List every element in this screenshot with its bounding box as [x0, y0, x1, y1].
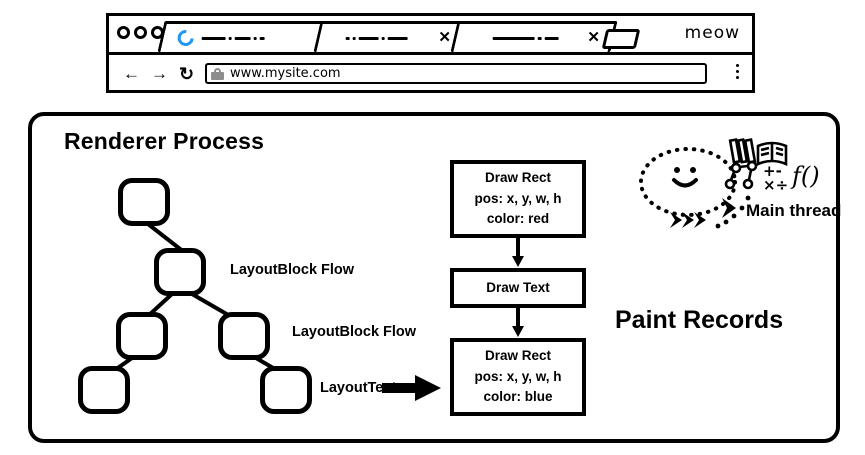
paint-record-draw-rect-blue[interactable]: Draw Rect pos: x, y, w, h color: blue: [450, 338, 586, 416]
layout-tree-node-root[interactable]: [118, 178, 170, 226]
layout-tree-diagram: LayoutBlock Flow LayoutBlock Flow Layout…: [32, 116, 432, 447]
forward-arrow-icon[interactable]: →: [151, 64, 168, 83]
kebab-menu-icon[interactable]: [736, 64, 739, 79]
svg-text:f(): f(): [790, 162, 820, 190]
browser-toolbar: ← → ↻ www.mysite.com: [109, 55, 752, 93]
tab-2-title-placeholder: [345, 37, 408, 40]
paint-record-3-line-1: Draw Rect: [484, 348, 552, 364]
page-title: Renderer Process: [64, 128, 265, 154]
paint-record-1-line-1: Draw Rect: [484, 170, 552, 186]
doodle-dots: [715, 195, 751, 229]
main-thread-doodle: +- ×÷ f(): [639, 138, 820, 229]
tab-3-title-placeholder: [492, 37, 559, 40]
close-dot-icon[interactable]: [117, 26, 130, 39]
svg-text:×÷: ×÷: [763, 176, 788, 194]
layout-tree-node-text-1[interactable]: [78, 366, 130, 414]
tab-strip: ✕ ✕ ✕ meow: [109, 16, 752, 55]
renderer-process-panel: Renderer Process LayoutBlock Flow Layout…: [28, 112, 842, 443]
paint-record-1-line-2: pos: x, y, w, h: [474, 190, 562, 206]
svg-text:+-: +-: [763, 162, 782, 180]
back-arrow-icon[interactable]: ←: [123, 64, 140, 83]
math-symbols-icon: +- ×÷: [763, 162, 788, 194]
window-controls: [117, 26, 164, 39]
paint-records-heading: Paint Records: [615, 306, 784, 334]
paint-record-draw-rect-red[interactable]: Draw Rect pos: x, y, w, h color: red: [450, 160, 586, 238]
layout-tree-node-block-flow-2[interactable]: [116, 312, 168, 360]
lock-icon: [211, 67, 224, 80]
right-arrow-icon: [382, 375, 441, 401]
node-graph-icon: [724, 160, 758, 190]
paint-record-1-line-3: color: red: [486, 211, 550, 227]
open-book-icon: [756, 141, 788, 166]
browser-brand-label: meow: [684, 23, 740, 43]
layout-tree-label-block-flow-2: LayoutBlock Flow: [292, 324, 417, 340]
address-bar-url: www.mysite.com: [230, 66, 341, 81]
smiley-face-icon: [639, 147, 737, 217]
main-thread-label: Main thread: [746, 201, 842, 220]
paint-record-3-line-3: color: blue: [483, 389, 553, 405]
paint-record-2-line-1: Draw Text: [486, 279, 550, 295]
layout-tree-label-block-flow-1: LayoutBlock Flow: [230, 262, 355, 278]
browser-window: ✕ ✕ ✕ meow ← → ↻: [106, 13, 755, 93]
reload-icon[interactable]: ↻: [179, 64, 195, 84]
new-tab-button[interactable]: [601, 29, 641, 49]
books-icon: [728, 138, 757, 164]
tab-1-title-placeholder: [201, 37, 265, 40]
layout-tree-node-text-2[interactable]: [260, 366, 312, 414]
paint-record-3-line-2: pos: x, y, w, h: [474, 368, 562, 384]
tab-2-close-icon[interactable]: ✕: [438, 29, 451, 46]
loading-spinner-icon: [174, 26, 197, 50]
browser-tab-3[interactable]: ✕: [450, 21, 618, 52]
function-notation-icon: f(): [790, 162, 820, 190]
paint-flow-arrow-1: [512, 238, 524, 267]
browser-tab-2[interactable]: ✕: [313, 21, 469, 52]
layout-tree-node-block-flow-3[interactable]: [218, 312, 270, 360]
layout-tree-node-block-flow-1[interactable]: [154, 248, 206, 296]
address-bar[interactable]: www.mysite.com: [205, 63, 707, 84]
chevron-arrows-icon: [670, 198, 736, 228]
paint-record-draw-text[interactable]: Draw Text: [450, 268, 586, 308]
layout-tree-label-text: LayoutText: [320, 380, 397, 396]
tab-3-close-icon[interactable]: ✕: [587, 29, 600, 46]
minimize-dot-icon[interactable]: [134, 26, 147, 39]
paint-flow-arrow-2: [512, 308, 524, 337]
